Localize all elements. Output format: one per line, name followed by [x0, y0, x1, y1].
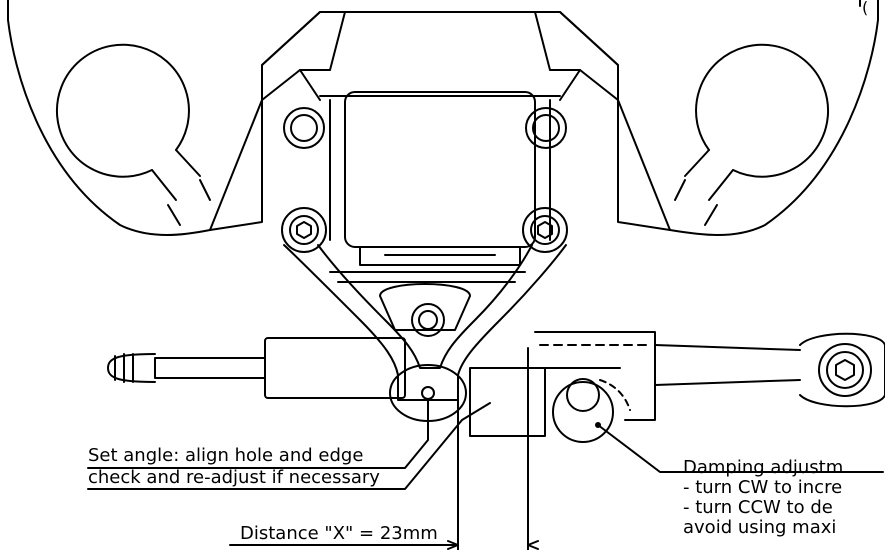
upper-right-bolt [525, 107, 567, 149]
set-angle-label-line2: check and re-adjust if necessary [88, 467, 380, 488]
damping-label-line2: - turn CW to incre [683, 477, 843, 498]
yoke-inner-lines [209, 69, 671, 231]
damping-label-line4: avoid using maxi [683, 517, 837, 538]
mount-bracket-inner [317, 244, 533, 369]
angle-leader [87, 399, 429, 469]
right-fork-clamp [674, 43, 830, 226]
bracket-left-bolt [281, 207, 327, 253]
upper-left-bolt [283, 107, 325, 149]
bracket-crossbar [329, 271, 526, 283]
stem-nut-area [359, 246, 521, 266]
stem-block [344, 91, 536, 248]
mount-bracket [283, 244, 567, 401]
yoke-facet-right [534, 11, 619, 101]
distance-label: Distance "X" = 23mm [240, 523, 438, 544]
bracket-right-bolt [522, 207, 568, 253]
set-angle-label-line1: Set angle: align hole and edge [88, 445, 364, 466]
yoke-facet-left [261, 11, 346, 101]
damping-knob [552, 378, 631, 443]
left-fork-clamp [55, 43, 211, 226]
damping-label-line1: Damping adjustm [683, 457, 844, 478]
damping-leader [597, 424, 884, 473]
distance-dimension [229, 347, 539, 550]
damper-body [107, 337, 406, 399]
damping-label-line3: - turn CCW to de [683, 497, 833, 518]
rod-end-eye [799, 332, 885, 408]
stem-block-inner [319, 95, 561, 241]
angle-underline-2 [87, 402, 491, 490]
bracket-center-bolt [379, 283, 471, 337]
top-yoke-outline [7, 0, 879, 236]
corner-mark: ( [862, 0, 869, 17]
damper-right-section [469, 331, 801, 437]
